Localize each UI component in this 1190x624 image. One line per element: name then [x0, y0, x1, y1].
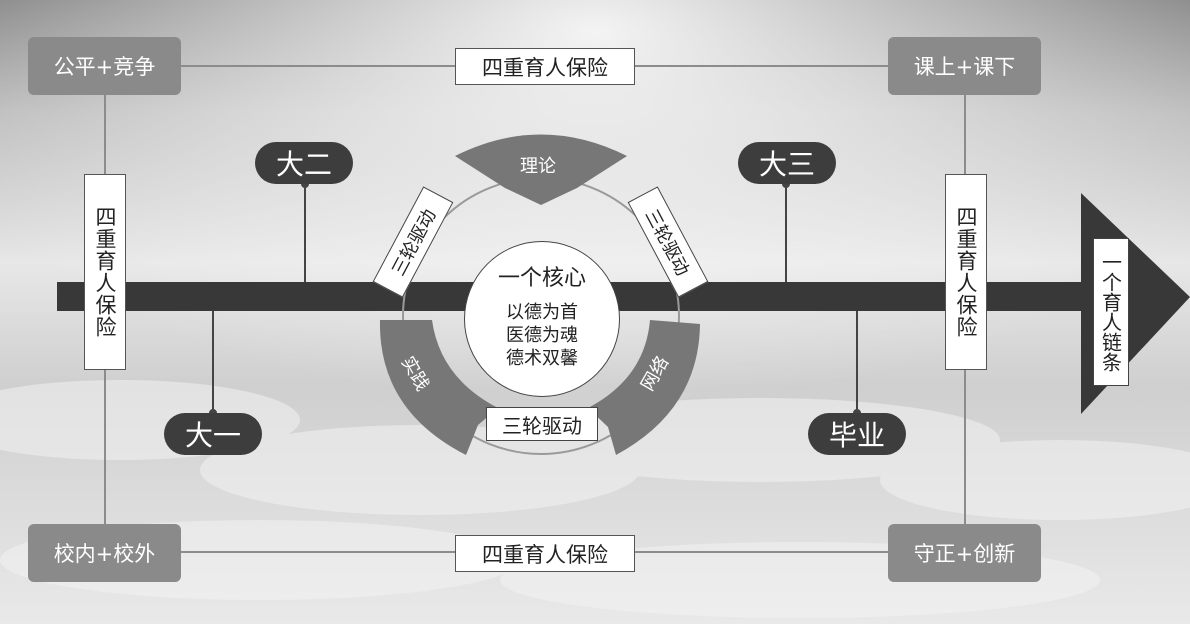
guarantee-label-top: 四重育人保险 — [455, 48, 635, 85]
stage-year-two: 大二 — [255, 142, 353, 184]
stage-graduation: 毕业 — [808, 413, 906, 455]
sector-network — [588, 320, 700, 455]
sector-theory — [455, 134, 627, 205]
corner-campus-in-out: 校内+校外 — [28, 524, 181, 582]
guarantee-label-left: 四重育人保险 — [84, 174, 126, 370]
core-line: 德术双馨 — [506, 348, 578, 369]
stage-year-one: 大一 — [164, 413, 262, 455]
core-circle: 一个核心 以德为首 医德为魂 德术双馨 — [464, 241, 620, 397]
corner-in-out-class: 课上+课下 — [888, 37, 1041, 95]
chain-label: 一个育人链条 — [1093, 238, 1129, 386]
drive-label-bottom: 三轮驱动 — [486, 407, 598, 441]
sector-theory-label: 理论 — [520, 156, 556, 177]
stage-year-three: 大三 — [738, 142, 836, 184]
core-line: 以德为首 — [506, 302, 578, 323]
core-line: 医德为魂 — [506, 325, 578, 346]
guarantee-label-bottom: 四重育人保险 — [455, 535, 635, 572]
sector-practice — [379, 320, 498, 455]
core-title: 一个核心 — [497, 266, 586, 291]
guarantee-label-right: 四重育人保险 — [945, 174, 987, 370]
corner-integrity-innovation: 守正+创新 — [888, 524, 1041, 582]
corner-fair-competition: 公平+竞争 — [28, 37, 181, 95]
